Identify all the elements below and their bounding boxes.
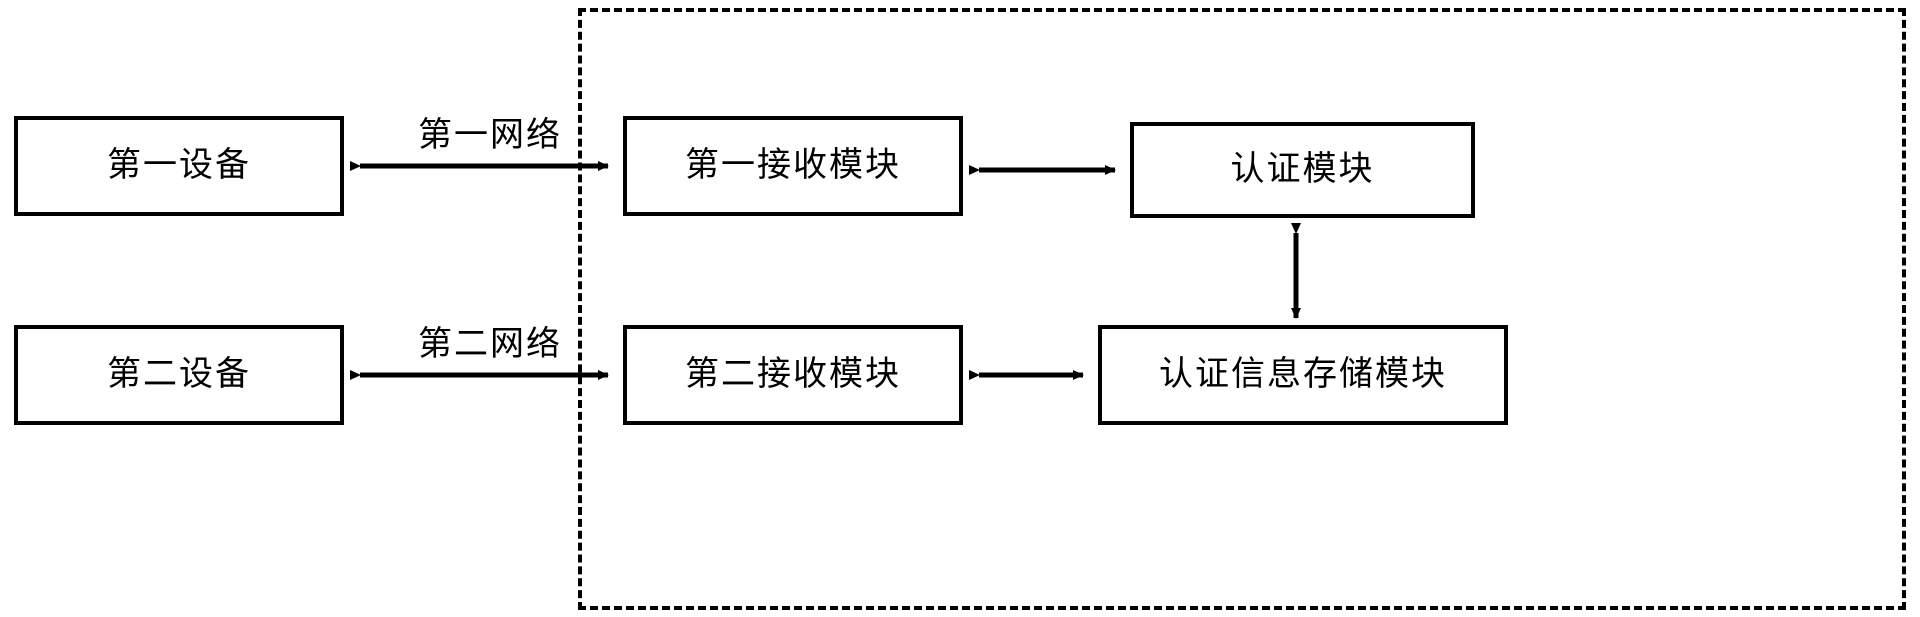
node-second-receiving-module[interactable]: 第二接收模块	[623, 325, 963, 425]
node-authentication-info-storage-module[interactable]: 认证信息存储模块	[1098, 325, 1508, 425]
node-first-device[interactable]: 第一设备	[14, 116, 344, 216]
system-boundary	[578, 8, 1906, 610]
node-authentication-info-storage-module-label: 认证信息存储模块	[1159, 354, 1447, 395]
node-first-device-label: 第一设备	[107, 145, 251, 186]
node-authentication-module[interactable]: 认证模块	[1130, 122, 1475, 218]
node-second-device[interactable]: 第二设备	[14, 325, 344, 425]
edge-label-second-network: 第二网络	[418, 324, 562, 364]
node-first-receiving-module[interactable]: 第一接收模块	[623, 116, 963, 216]
node-first-receiving-module-label: 第一接收模块	[685, 145, 901, 186]
edge-label-first-network: 第一网络	[418, 115, 562, 155]
node-second-device-label: 第二设备	[107, 354, 251, 395]
node-second-receiving-module-label: 第二接收模块	[685, 354, 901, 395]
node-authentication-module-label: 认证模块	[1230, 149, 1375, 190]
